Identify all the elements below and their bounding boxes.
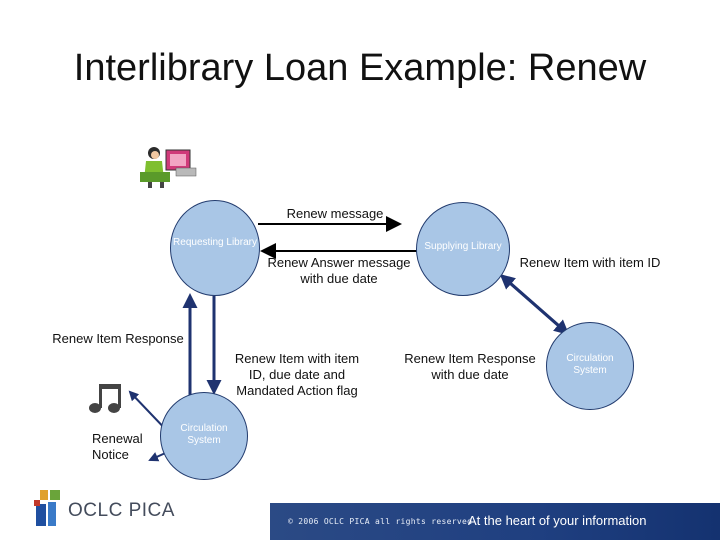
renew-answer-label-line2: with due date	[300, 271, 378, 286]
circulation-system-left-node: Circulation System	[160, 392, 248, 480]
requesting-library-node: Requesting Library	[170, 200, 260, 296]
footer-bar	[270, 503, 720, 540]
copyright-text: © 2006 OCLC PICA all rights reserved	[288, 517, 473, 526]
renew-answer-label-line1: Renew Answer message	[267, 255, 411, 270]
renewal-notice-label: Renewal Notice	[92, 431, 143, 463]
renew-item-response-mid-line1: Renew Item Response	[404, 351, 536, 366]
renew-item-response-mid-label: Renew Item Response with due date	[394, 351, 546, 383]
supplying-library-node: Supplying Library	[416, 202, 510, 296]
renewal-notice-line2: Notice	[92, 447, 129, 462]
requesting-library-label: Requesting Library	[173, 237, 257, 248]
renew-item-response-left-label: Renew Item Response	[52, 331, 184, 346]
renew-item-due-line1: Renew Item with item	[234, 351, 360, 366]
circulation-to-supplying-arrow	[499, 274, 568, 335]
renew-message-label: Renew message	[286, 206, 384, 221]
music-note-illustration	[89, 384, 121, 413]
renew-item-due-line3: Mandated Action flag	[236, 383, 358, 398]
renew-item-due-date-label: Renew Item with item ID, due date and Ma…	[222, 351, 372, 399]
slide-title: Interlibrary Loan Example: Renew	[73, 47, 647, 89]
renew-item-due-line2: ID, due date and	[248, 367, 346, 382]
circulation-system-right-node: Circulation System	[546, 322, 634, 410]
tagline-text: At the heart of your information	[468, 513, 647, 528]
renew-item-response-mid-line2: with due date	[431, 367, 509, 382]
renew-answer-label: Renew Answer message with due date	[254, 255, 424, 287]
supplying-library-label: Supplying Library	[424, 241, 502, 252]
oclc-logo-mark	[34, 490, 60, 526]
oclc-pica-logo-text: OCLC PICA	[68, 500, 175, 521]
circulation-system-right-label: Circulation System	[566, 353, 614, 376]
renew-item-with-id-label: Renew Item with item ID	[519, 255, 661, 270]
librarian-illustration	[140, 147, 197, 188]
renewal-notice-line1: Renewal	[92, 431, 143, 446]
circulation-system-left-label: Circulation System	[180, 423, 228, 446]
